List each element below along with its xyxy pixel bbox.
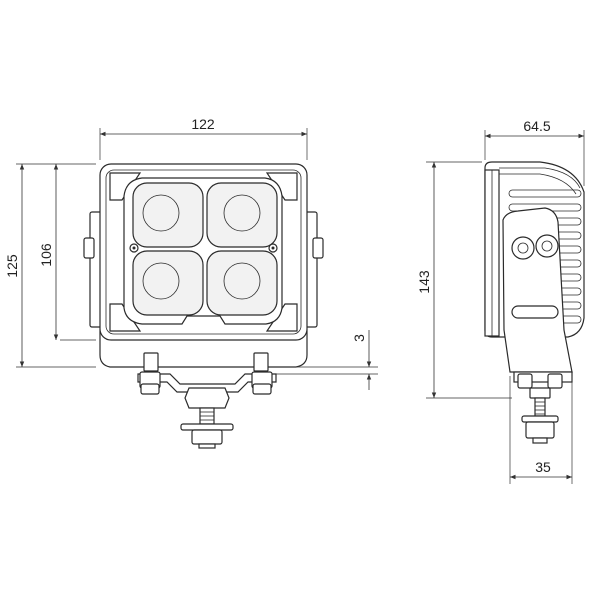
side-nut-right [547,373,563,389]
dim-side-height-overall: 143 [416,270,432,294]
side-dimensions: 64.5 143 35 [416,118,585,484]
dim-side-bracket-width: 35 [535,459,551,475]
side-bolt-head [529,387,551,399]
dim-front-height-inner: 106 [38,243,54,267]
cooling-fin [508,189,582,198]
left-side-knob [83,237,95,259]
lens-cell-top-left [132,182,204,248]
front-screw-left-dot [132,246,136,250]
lens-bottom-left [142,262,180,300]
corner-tab-top-left [109,172,142,201]
side-nut-left [517,373,533,389]
bracket-knob-left [511,236,535,260]
lens-cell-bottom-left [132,250,204,316]
lower-nut [191,429,223,445]
front-view [83,163,324,449]
lens-bottom-right [223,262,261,300]
side-threaded-stud [534,397,546,417]
side-washer [521,415,559,423]
corner-tab-bottom-left [109,303,142,332]
dim-side-depth: 64.5 [523,118,550,134]
front-dimensions: 122 125 106 3 [4,116,378,390]
bottom-tab-left [143,352,159,372]
side-lower-nut [525,421,555,439]
bottom-tab-right [253,352,269,372]
lens-cell-bottom-right [206,250,278,316]
dim-mount-offset: 3 [351,334,367,342]
stud-end [198,443,216,449]
housing-inner-rim [105,169,302,335]
corner-tab-top-right [265,172,298,201]
front-screw-right-dot [271,246,275,250]
bracket-nut-right-lower [252,383,272,395]
washer [180,423,234,431]
bracket-nut-left-lower [140,383,160,395]
mount-bracket [137,373,277,393]
dim-front-width: 122 [191,116,215,132]
lens-cell-top-right [206,182,278,248]
right-side-knob [312,237,324,259]
center-bolt-hex [184,387,230,409]
dim-front-height-overall: 125 [4,254,20,278]
bracket-slot [511,305,559,319]
side-view [484,161,585,444]
bracket-knob-right [535,234,559,258]
corner-tab-bottom-right [265,303,298,332]
lens-top-right [223,194,261,232]
lens-top-left [142,194,180,232]
